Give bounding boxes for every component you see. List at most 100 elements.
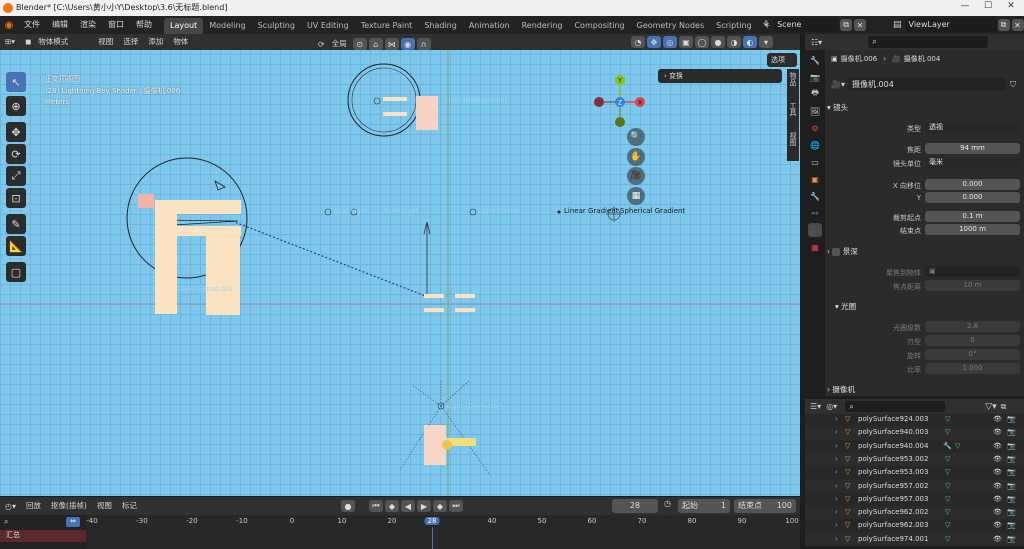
constraint-tab-icon[interactable]: ⚯ xyxy=(811,208,819,218)
menu-object[interactable]: 物体 xyxy=(173,37,189,46)
outliner-item-name[interactable]: polySurface940.004 xyxy=(858,441,929,450)
3d-viewport[interactable]: 正交顶视图 (28) Lightning Boy Shader | 摄像机.00… xyxy=(0,50,800,496)
next-keyframe-icon[interactable]: ◆ xyxy=(433,500,447,512)
xray-icon[interactable]: ▣ xyxy=(679,36,693,48)
render-camera-icon[interactable]: 📷 xyxy=(1007,521,1016,530)
delete-scene-icon[interactable]: ✕ xyxy=(854,19,867,31)
expand-arrow-icon[interactable]: › xyxy=(835,534,838,543)
record-icon[interactable]: ● xyxy=(341,500,355,512)
expand-arrow-icon[interactable]: › xyxy=(835,521,838,530)
rotate-tool-icon[interactable]: ⟳ xyxy=(6,144,26,164)
fstop-field[interactable]: 2.8 xyxy=(925,321,1020,332)
new-scene-icon[interactable]: ⧉ xyxy=(840,19,853,31)
sidebar-tab-item[interactable]: 物品 xyxy=(789,72,797,86)
minimize-button[interactable]: — xyxy=(960,1,970,11)
measure-tool-icon[interactable]: 📐 xyxy=(6,236,26,256)
visibility-eye-icon[interactable]: 👁 xyxy=(993,534,1002,543)
menu-select[interactable]: 选择 xyxy=(123,37,139,46)
lens-section-header[interactable]: ▾ 镜头 xyxy=(827,103,849,112)
mesh-data-icon[interactable]: ▽ xyxy=(945,428,951,437)
render-camera-icon[interactable]: 📷 xyxy=(1007,468,1016,477)
focal-length-field[interactable]: 94 mm xyxy=(925,143,1020,154)
menu-add[interactable]: 添加 xyxy=(148,37,164,46)
camera-data-tab-icon[interactable]: 🎥 xyxy=(808,223,822,237)
expand-arrow-icon[interactable]: › xyxy=(835,494,838,503)
ratio-field[interactable]: 1.000 xyxy=(925,363,1020,374)
visibility-eye-icon[interactable]: 👁 xyxy=(993,481,1002,490)
focus-object-field[interactable]: ▣ xyxy=(925,266,1020,277)
render-camera-icon[interactable]: 📷 xyxy=(1007,494,1016,503)
tab-sculpting[interactable]: Sculpting xyxy=(257,20,295,30)
outliner-item-name[interactable]: polySurface953.002 xyxy=(858,454,929,463)
outliner-row[interactable]: ›▽polySurface962.003▽👁📷 xyxy=(805,519,1024,532)
keying-menu[interactable]: 抠像(插帧) xyxy=(51,501,87,510)
modifier-tab-icon[interactable]: 🔧 xyxy=(810,191,820,201)
new-viewlayer-icon[interactable]: ⧉ xyxy=(997,19,1010,31)
rotation-field[interactable]: 0° xyxy=(925,349,1020,360)
render-camera-icon[interactable]: 📷 xyxy=(1007,441,1016,450)
display-mode-icon[interactable]: ◎▾ xyxy=(826,402,838,411)
current-frame-indicator[interactable]: 28 xyxy=(424,517,440,525)
timeline-editor-icon[interactable]: ◴▾ xyxy=(5,501,16,511)
camera-section-header[interactable]: › 摄像机 xyxy=(827,385,855,394)
dof-checkbox[interactable] xyxy=(832,248,841,256)
tab-modeling[interactable]: Modeling xyxy=(209,20,246,30)
expand-arrow-icon[interactable]: › xyxy=(835,428,838,437)
timeline-search-icon[interactable]: ⌕ xyxy=(4,517,9,526)
scene-selector[interactable]: Scene xyxy=(773,18,840,32)
options-dropdown[interactable]: 选项 xyxy=(767,53,797,67)
ortho-grid-icon[interactable]: ▦ xyxy=(627,187,645,205)
render-camera-icon[interactable]: 📷 xyxy=(1007,481,1016,490)
outliner-row[interactable]: ›▽polySurface940.004🔧▽👁📷 xyxy=(805,440,1024,453)
mesh-data-icon[interactable]: ▽ xyxy=(955,441,961,450)
overlay-toggle-icon[interactable]: ◎ xyxy=(663,36,677,48)
outliner-row[interactable]: ›▽polySurface974.001▽👁📷 xyxy=(805,532,1024,547)
expand-arrow-icon[interactable]: › xyxy=(835,508,838,517)
shift-x-field[interactable]: 0.000 xyxy=(925,179,1020,190)
outliner-item-name[interactable]: polySurface974.001 xyxy=(858,534,929,543)
shift-y-field[interactable]: 0.000 xyxy=(925,192,1020,203)
sync-toggle-icon[interactable]: ⇔ xyxy=(66,517,80,527)
editor-type-icon[interactable]: ⊞▾ xyxy=(5,37,16,46)
proportional-edit-icon[interactable]: ◉ xyxy=(400,38,415,50)
pan-hand-icon[interactable]: ✋ xyxy=(627,148,645,166)
menu-help[interactable]: 帮助 xyxy=(136,20,152,29)
playback-menu[interactable]: 回放 xyxy=(26,501,41,510)
outliner-item-name[interactable]: polySurface962.003 xyxy=(858,521,929,530)
render-camera-icon[interactable]: 📷 xyxy=(1007,428,1016,437)
expand-arrow-icon[interactable]: › xyxy=(835,481,838,490)
outliner-item-name[interactable]: polySurface940.003 xyxy=(858,428,929,437)
outliner-item-name[interactable]: polySurface957.002 xyxy=(858,481,929,490)
snapping-icon[interactable]: ⋈ xyxy=(384,38,399,50)
mesh-data-icon[interactable]: ▽ xyxy=(945,415,951,423)
viewlayer-selector[interactable]: ViewLayer xyxy=(904,18,997,32)
sidebar-tab-view[interactable]: 视图 xyxy=(789,132,797,146)
cursor-tool-icon[interactable]: ⊕ xyxy=(6,96,26,116)
properties-search-input[interactable]: ⌕ xyxy=(868,36,989,48)
render-camera-icon[interactable]: 📷 xyxy=(1007,415,1016,423)
editor-type-icon[interactable]: ☷▾ xyxy=(811,37,823,47)
new-collection-icon[interactable]: ⧉ xyxy=(1000,401,1007,411)
render-camera-icon[interactable]: 📷 xyxy=(1007,534,1016,543)
shading-material-icon[interactable]: ◑ xyxy=(727,36,741,48)
menu-file[interactable]: 文件 xyxy=(24,20,40,29)
expand-arrow-icon[interactable]: › xyxy=(835,468,838,477)
visibility-eye-icon[interactable]: 👁 xyxy=(993,441,1002,450)
mesh-data-icon[interactable]: ▽ xyxy=(945,508,951,517)
visibility-eye-icon[interactable]: 👁 xyxy=(993,508,1002,517)
camera-data-icon[interactable]: 🎥▾ xyxy=(831,80,845,89)
summary-row[interactable]: 汇总 xyxy=(0,530,86,542)
blender-menu-icon[interactable]: ◉ xyxy=(4,19,14,31)
expand-arrow-icon[interactable]: › xyxy=(835,415,838,423)
focus-distance-field[interactable]: 10 m xyxy=(925,280,1020,291)
expand-arrow-icon[interactable]: › xyxy=(835,441,838,450)
shading-wireframe-icon[interactable]: ◯ xyxy=(695,36,709,48)
modifier-icon[interactable]: 🔧 xyxy=(943,441,952,450)
visibility-eye-icon[interactable]: 👁 xyxy=(993,454,1002,463)
visibility-icon[interactable]: ◔ xyxy=(631,36,645,48)
tab-shading[interactable]: Shading xyxy=(424,20,457,30)
tab-geometry-nodes[interactable]: Geometry Nodes xyxy=(636,20,705,30)
pivot-point-icon[interactable]: ⊙ xyxy=(352,38,367,50)
